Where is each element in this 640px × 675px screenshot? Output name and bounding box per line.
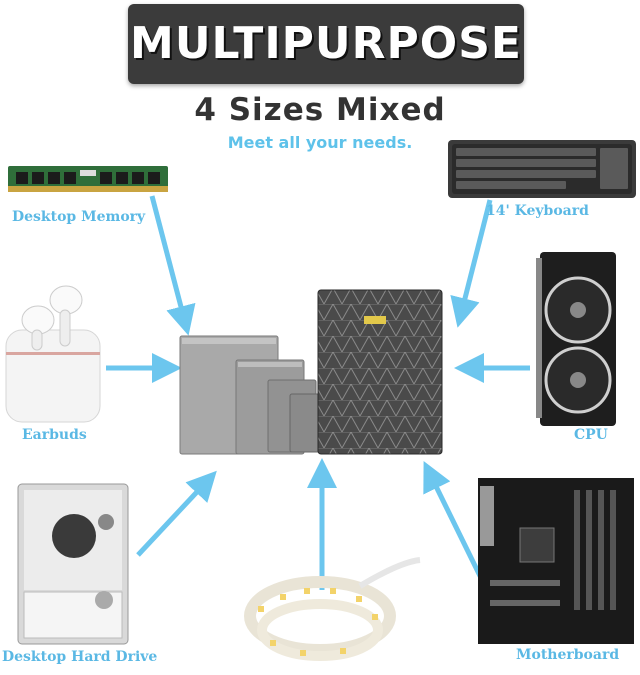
arrow-harddrive <box>136 470 217 557</box>
arrows <box>106 195 530 590</box>
keyboard-image <box>448 140 636 198</box>
label-hard-drive: Desktop Hard Drive <box>2 649 158 665</box>
led-strip-image <box>244 557 421 661</box>
banner-title: MULTIPURPOSE <box>130 18 522 69</box>
silver-bags-image <box>179 335 325 455</box>
arrow-motherboard <box>423 461 485 582</box>
earbuds-image <box>5 285 101 423</box>
subtitle: 4 Sizes Mixed <box>194 92 446 128</box>
title-banner: MULTIPURPOSE <box>128 4 524 84</box>
tagline: Meet all your needs. <box>227 133 413 152</box>
hard-drive-image <box>17 483 129 645</box>
label-earbuds: Earbuds <box>22 427 87 443</box>
label-keyboard: 14' Keyboard <box>486 203 589 219</box>
graphics-card-image <box>536 252 616 426</box>
label-cpu: CPU <box>574 427 608 443</box>
label-motherboard: Motherboard <box>516 647 620 663</box>
shielding-bag-image <box>317 289 443 455</box>
label-desktop-memory: Desktop Memory <box>12 209 146 225</box>
arrow-keyboard <box>450 199 493 328</box>
motherboard-image <box>478 478 634 644</box>
ram-stick-image <box>8 166 168 192</box>
arrow-memory <box>149 195 196 336</box>
